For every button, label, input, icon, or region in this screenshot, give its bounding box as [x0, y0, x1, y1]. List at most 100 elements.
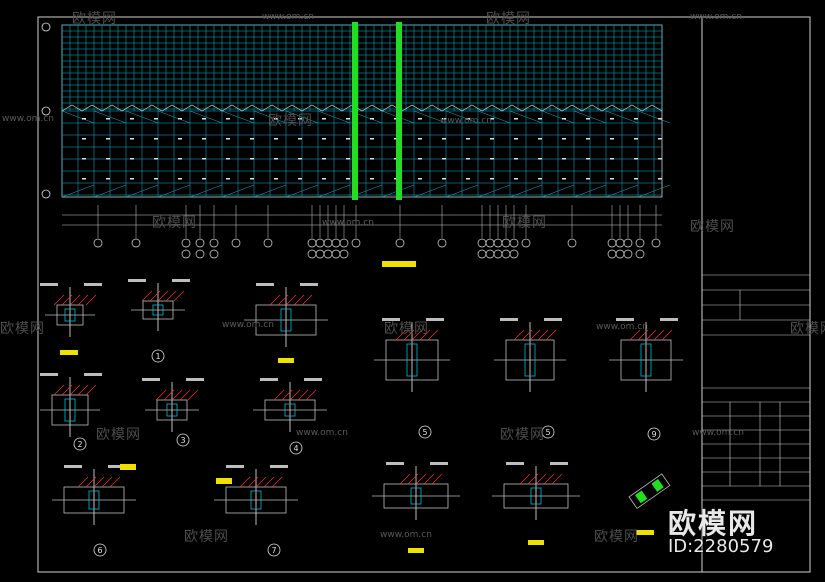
watermark-url: www.om.cn — [222, 320, 274, 330]
brace-line — [605, 110, 639, 124]
axis-bubble — [195, 238, 205, 248]
watermark: 欧模网 — [152, 215, 197, 231]
member-mark — [466, 178, 470, 180]
brace-line — [253, 184, 287, 198]
detail-a — [40, 283, 102, 337]
watermark-url: www.om.cn — [596, 322, 648, 332]
member-mark — [586, 178, 590, 180]
note-mark — [40, 283, 58, 286]
leader-red — [527, 473, 539, 485]
member-mark — [586, 118, 590, 120]
brace-line — [61, 184, 95, 198]
detail-number: 4 — [293, 444, 298, 453]
leader-red — [277, 294, 289, 306]
watermark: 欧模网 — [384, 321, 429, 337]
brace-line — [413, 184, 447, 198]
detail-title-bar — [278, 358, 294, 363]
member-mark — [538, 178, 542, 180]
note-mark — [616, 318, 634, 321]
watermark: 欧模网 — [0, 321, 45, 337]
axis-bubble — [521, 238, 531, 248]
detail-brace — [628, 473, 671, 509]
detail-6 — [52, 465, 136, 525]
member-mark — [82, 158, 86, 160]
stiffener — [64, 308, 76, 322]
member-mark — [130, 178, 134, 180]
leader-red — [101, 476, 113, 488]
leader-red — [395, 329, 407, 341]
watermark-url: www.om.cn — [440, 116, 492, 126]
member-mark — [370, 158, 374, 160]
member-mark — [442, 118, 446, 120]
axis-bubble-row — [93, 205, 661, 259]
plan-grid-lines — [61, 24, 671, 198]
leader-red — [109, 476, 121, 488]
leader-red — [629, 329, 641, 341]
member-mark — [178, 158, 182, 160]
detail-3 — [142, 378, 204, 432]
note-mark — [260, 378, 278, 381]
leader-red — [407, 473, 419, 485]
member-mark — [658, 158, 662, 160]
member-mark — [106, 158, 110, 160]
member-mark — [154, 118, 158, 120]
leader-red — [419, 329, 431, 341]
member-mark — [250, 158, 254, 160]
member-mark — [346, 138, 350, 140]
member-mark — [154, 158, 158, 160]
detail-5b — [494, 318, 566, 392]
brace-line — [573, 110, 607, 124]
leader-red — [149, 290, 161, 302]
leader-red — [239, 476, 251, 488]
stiffener — [280, 308, 292, 332]
roof-plan — [41, 22, 671, 267]
note-mark — [506, 462, 524, 465]
stiffener — [524, 343, 536, 377]
detail-title-bar — [60, 350, 78, 355]
member-mark — [250, 138, 254, 140]
note-mark — [550, 462, 568, 465]
member-mark — [538, 158, 542, 160]
member-mark — [418, 138, 422, 140]
member-mark — [250, 118, 254, 120]
member-mark — [298, 118, 302, 120]
leader-red — [411, 329, 423, 341]
member-mark — [514, 118, 518, 120]
member-mark — [370, 178, 374, 180]
member-mark — [130, 118, 134, 120]
detail-8a — [372, 462, 460, 520]
detail-5 — [374, 318, 450, 392]
watermark: 欧模网 — [486, 11, 531, 27]
member-mark — [658, 178, 662, 180]
note-mark — [660, 318, 678, 321]
watermark-url: www.om.cn — [296, 428, 348, 438]
member-mark — [178, 178, 182, 180]
axis-bubble — [339, 238, 349, 248]
member-mark — [562, 118, 566, 120]
member-mark — [202, 178, 206, 180]
member-mark — [154, 178, 158, 180]
detail-number: 3 — [180, 436, 185, 445]
leader-red — [653, 329, 665, 341]
member-mark — [514, 178, 518, 180]
member-mark — [130, 158, 134, 160]
leader-red — [171, 389, 183, 401]
stiffener — [152, 304, 164, 316]
leader-red — [69, 384, 81, 396]
member-mark — [82, 138, 86, 140]
member-mark — [82, 178, 86, 180]
note-mark — [128, 279, 146, 282]
detail-number: 5 — [422, 428, 427, 437]
member-mark — [322, 158, 326, 160]
brace-fill — [651, 479, 664, 492]
leader-red — [255, 476, 267, 488]
detail-title-bar — [528, 540, 544, 545]
leader-red — [93, 476, 105, 488]
detail-1 — [128, 279, 190, 331]
leader-red — [519, 473, 531, 485]
leader-red — [269, 294, 281, 306]
leader-red — [545, 329, 557, 341]
model-id-label: ID:2280579 — [668, 536, 774, 557]
member-mark — [490, 118, 494, 120]
leader-red — [173, 290, 185, 302]
